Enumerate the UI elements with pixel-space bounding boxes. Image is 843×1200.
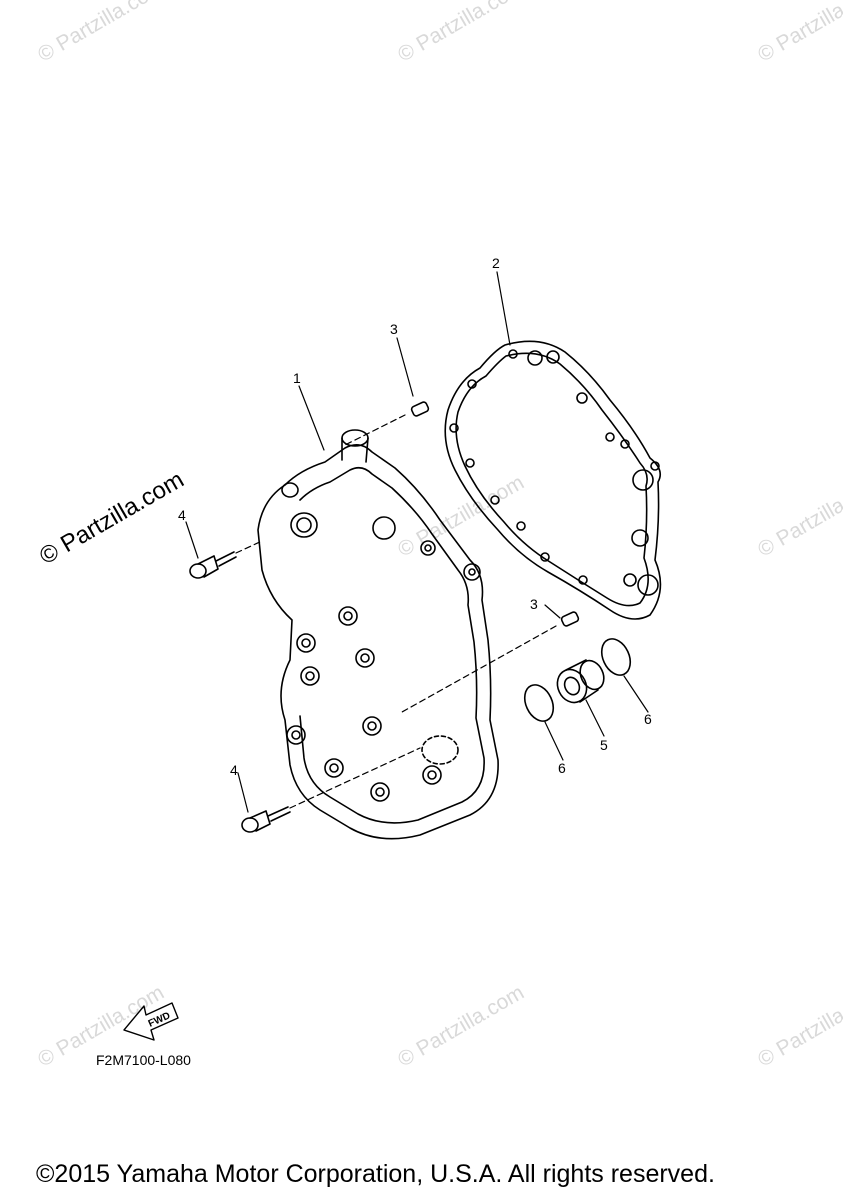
callout-6-right: 6 — [644, 711, 652, 727]
bolt-head — [286, 725, 306, 745]
dowel-pin-lower — [560, 611, 580, 627]
leader-lines — [185, 271, 649, 813]
callout-5: 5 — [600, 737, 608, 753]
copyright-notice: ©2015 Yamaha Motor Corporation, U.S.A. A… — [36, 1160, 715, 1188]
diagram-code: F2M7100-L080 — [96, 1052, 191, 1068]
bolt-head — [420, 540, 436, 556]
callout-3-lower: 3 — [530, 596, 538, 612]
bolt-head — [324, 758, 344, 778]
bolt-head — [296, 633, 316, 653]
fwd-arrow-icon — [123, 1002, 179, 1041]
bolt-head — [300, 666, 320, 686]
dowel-pin-upper — [410, 401, 430, 417]
callout-1: 1 — [293, 370, 301, 386]
bolt-head — [422, 765, 442, 785]
bolt-head — [370, 782, 390, 802]
crankcase-cover — [257, 429, 499, 840]
bolt-head — [355, 648, 375, 668]
bolt-lower — [241, 806, 291, 833]
bolt-head — [362, 716, 382, 736]
o-ring-left — [523, 684, 555, 722]
callout-6-left: 6 — [558, 760, 566, 776]
bolt-head — [338, 606, 358, 626]
gasket-outline — [444, 340, 662, 620]
cover-bolts — [286, 540, 481, 802]
bolt-head — [463, 563, 481, 581]
callout-4-upper: 4 — [178, 507, 186, 523]
callout-2: 2 — [492, 255, 500, 271]
callout-3-upper: 3 — [390, 321, 398, 337]
bolt-upper — [189, 551, 237, 579]
collar — [556, 659, 605, 704]
callout-4-lower: 4 — [230, 762, 238, 778]
o-ring-right — [600, 638, 632, 676]
